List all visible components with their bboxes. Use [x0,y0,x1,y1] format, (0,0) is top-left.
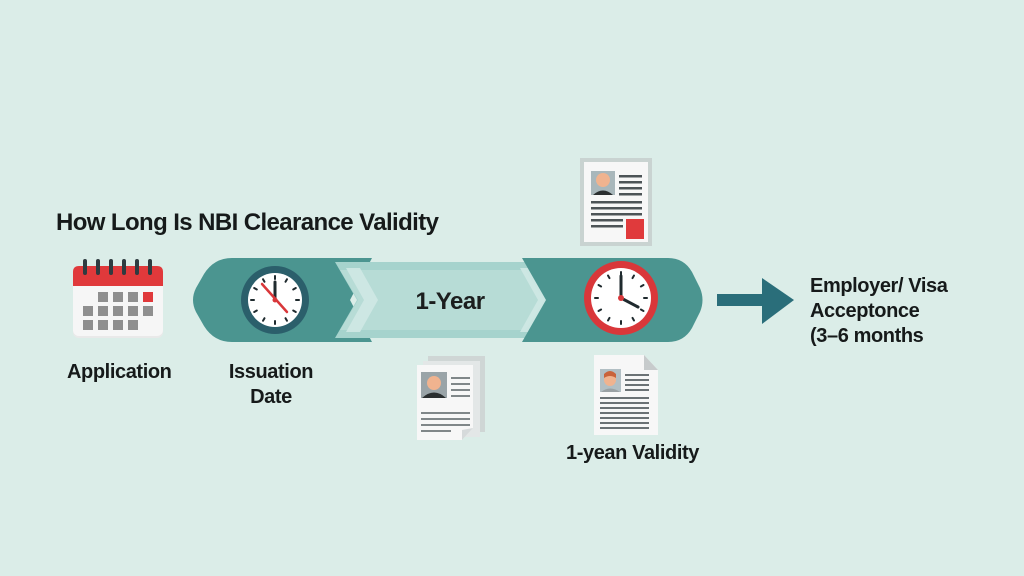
document-stack-icon [417,356,485,440]
outcome-line-1: Employer/ Visa [810,275,948,297]
issuance-line-1: Issuation [228,361,314,383]
outcome-line-3: (3–6 months [810,325,924,347]
page-title: How Long Is NBI Clearance Validity [56,209,439,236]
issuance-line-2: Date [250,386,292,408]
outcome-label: Employer/ Visa Acceptonce (3–6 months [810,274,948,349]
id-document-icon [580,158,652,246]
issuance-clock-icon [241,266,309,334]
arrow-right-icon [717,278,794,324]
timeline-band [193,258,703,342]
outcome-line-2: Acceptonce [810,300,920,322]
expiry-clock-icon [584,261,658,335]
calendar-icon [73,259,163,338]
step-label-issuance: Issuation Date [215,360,327,410]
duration-label: 1-Year [415,288,485,315]
resume-document-icon [594,355,658,435]
step-label-application: Application [67,361,172,383]
step-label-validity: 1-yean Validity [566,442,699,464]
